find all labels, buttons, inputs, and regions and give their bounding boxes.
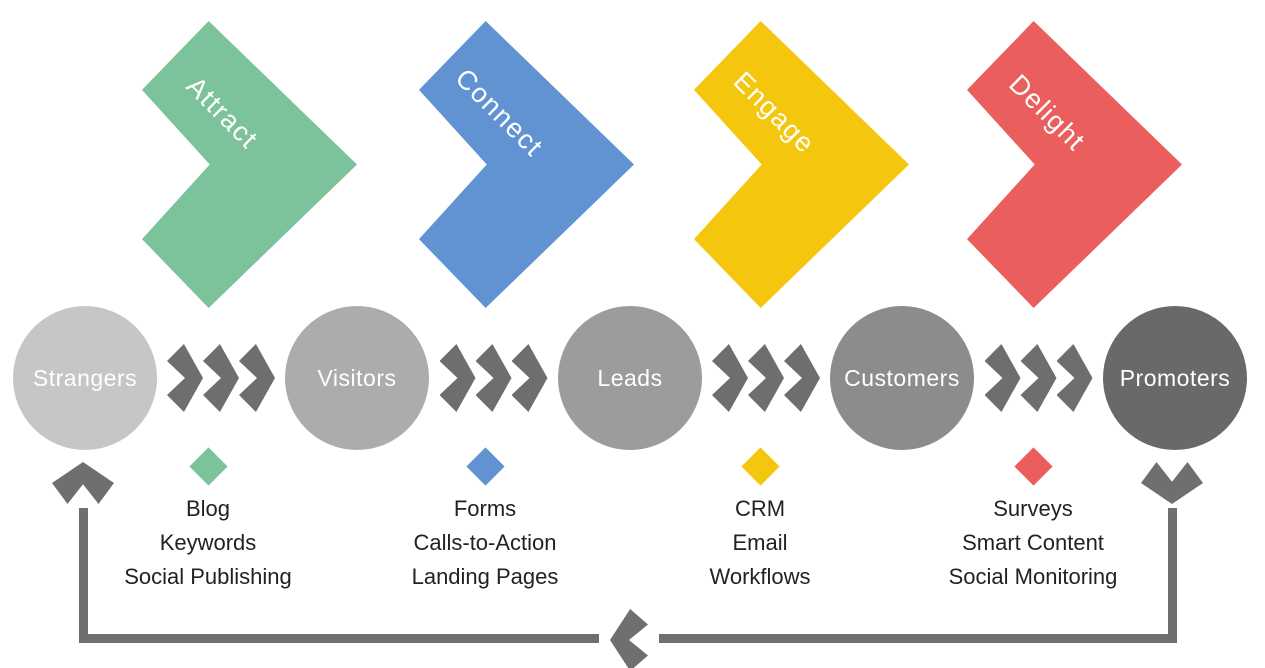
diamond-icon: [465, 446, 505, 486]
chevron-right-icon: [439, 344, 476, 412]
chevron-right-icon: [984, 344, 1021, 412]
tool-item: Social Monitoring: [948, 564, 1118, 589]
chevron-right-icon: [239, 344, 275, 412]
feedback-loop-left-line: [79, 508, 88, 643]
tool-item: Workflows: [709, 564, 811, 589]
stage-label: Connect: [449, 62, 549, 163]
tool-item: Email: [732, 530, 788, 555]
stage-chevron-delight: Delight: [967, 21, 1182, 308]
feedback-loop-bottom-line-left: [79, 634, 599, 643]
tool-item: Smart Content: [962, 530, 1104, 555]
audience-circle-visitors: Visitors: [285, 306, 429, 450]
stage-label: Attract: [179, 70, 264, 155]
audience-label: Promoters: [1119, 364, 1231, 391]
chevron-right-icon: [748, 344, 784, 412]
feedback-loop-bottom-line-right: [659, 634, 1177, 643]
tool-item: Calls-to-Action: [413, 530, 557, 555]
chevron-right-icon: [511, 344, 548, 412]
stage-label: Delight: [1002, 68, 1091, 157]
audience-label: Leads: [597, 364, 663, 391]
audience-label: Visitors: [317, 364, 397, 391]
audience-circle-strangers: Strangers: [13, 306, 157, 450]
audience-circle-customers: Customers: [830, 306, 974, 450]
chevron-right-icon: [712, 344, 748, 412]
chevron-right-icon: [167, 344, 203, 412]
tool-item: CRM: [734, 496, 786, 521]
diamond-icon: [1013, 446, 1053, 486]
audience-circle-promoters: Promoters: [1103, 306, 1247, 450]
diamond-icon: [740, 446, 780, 486]
audience-label: Customers: [844, 364, 960, 391]
chevron-right-icon: [475, 344, 512, 412]
chevron-left-icon: [610, 609, 648, 668]
stage-chevron-attract: Attract: [142, 21, 357, 308]
tool-item: Forms: [453, 496, 517, 521]
chevron-right-icon: [1056, 344, 1093, 412]
stage-chevron-engage: Engage: [694, 21, 909, 308]
audience-circle-leads: Leads: [558, 306, 702, 450]
audience-label: Strangers: [32, 364, 138, 391]
chevron-right-icon: [1020, 344, 1057, 412]
chevron-right-icon: [203, 344, 239, 412]
tool-item: Blog: [185, 496, 231, 521]
stage-label: Engage: [727, 65, 821, 160]
feedback-loop-right-line: [1168, 508, 1177, 643]
tool-item: Surveys: [993, 496, 1073, 521]
tool-item: Landing Pages: [411, 564, 559, 589]
tool-item: Social Publishing: [124, 564, 292, 589]
stage-chevron-connect: Connect: [419, 21, 634, 308]
diamond-icon: [188, 446, 228, 486]
chevron-right-icon: [784, 344, 820, 412]
tool-item: Keywords: [159, 530, 257, 555]
